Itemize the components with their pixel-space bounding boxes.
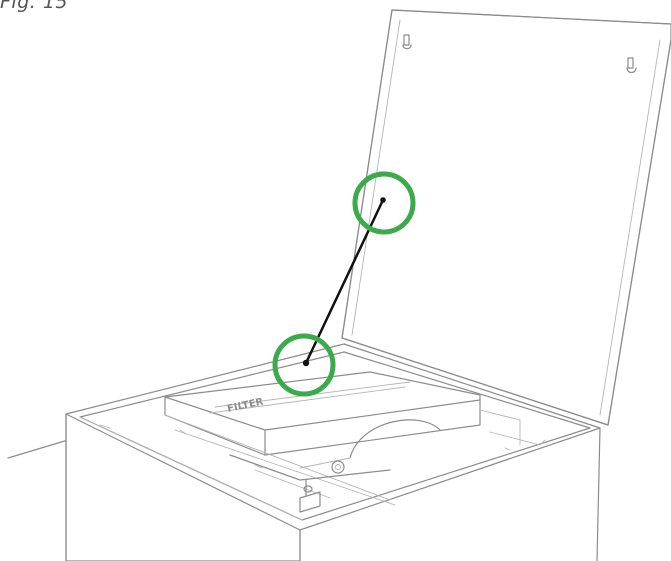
highlight-circle-icon: [352, 171, 416, 235]
figure-label: Fig. 15: [0, 0, 69, 13]
cable-end-top: [380, 197, 386, 203]
hinge-icon: [626, 57, 637, 74]
filter-label: FILTER: [226, 396, 264, 414]
open-lid: [341, 9, 671, 426]
cable-end-bottom: [302, 359, 310, 367]
hinge-icon: [402, 34, 412, 50]
highlight-circle-icon: [272, 333, 336, 397]
unit-box: [65, 343, 601, 561]
